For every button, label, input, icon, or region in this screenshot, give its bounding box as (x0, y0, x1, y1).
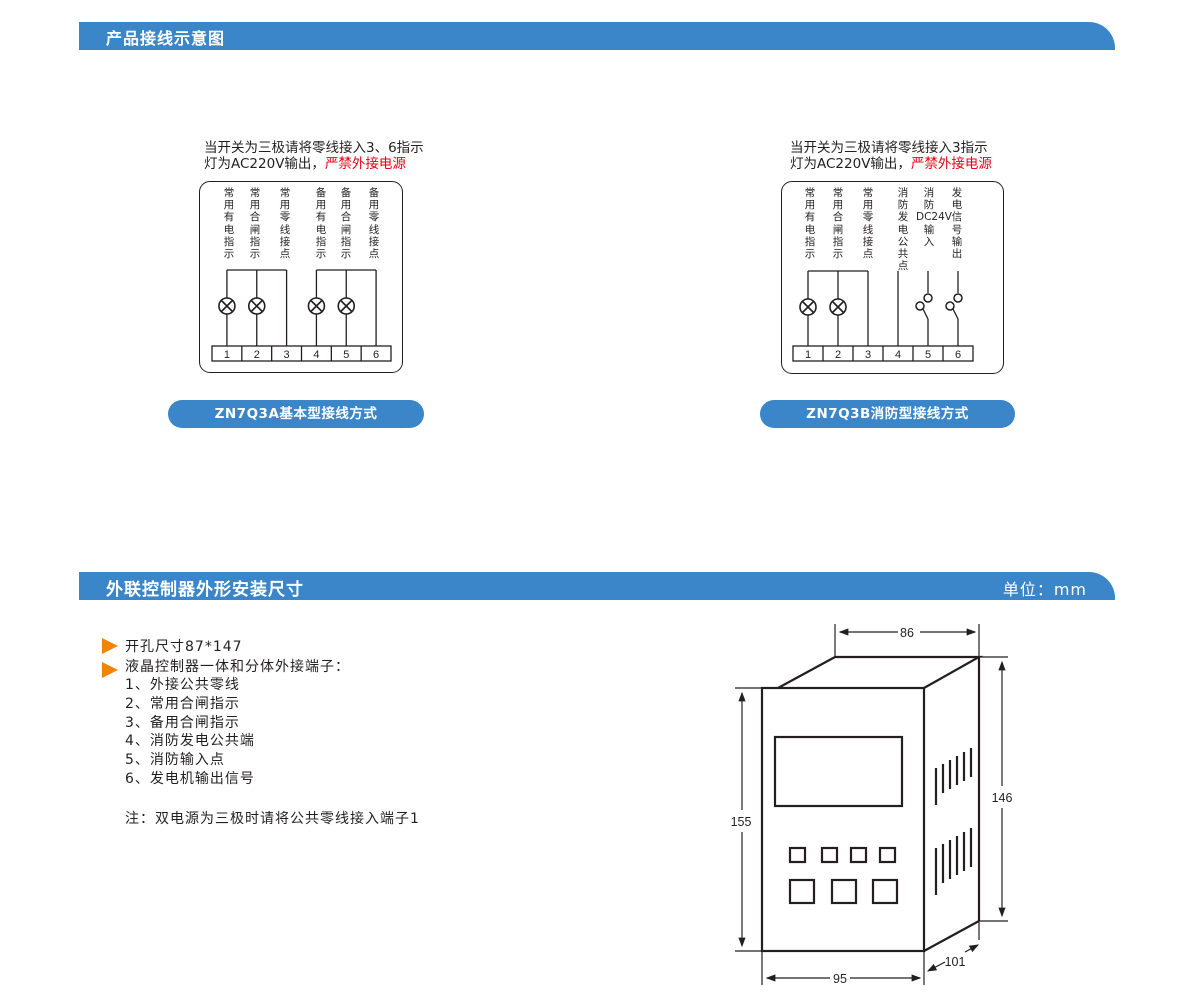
switch-contact-icon (953, 293, 963, 303)
terminal-label: 常用合闸指示 (249, 187, 261, 261)
wire (922, 308, 929, 320)
terminal-label: 常用零线接点 (279, 187, 291, 261)
large-button (871, 878, 899, 905)
diagram-b-caption: ZN7Q3B消防型接线方式 (760, 400, 1015, 428)
bullet-triangle-icon (102, 662, 118, 678)
list-item: 2、常用合闸指示 (125, 695, 240, 712)
controller-body (760, 655, 984, 953)
lcd-screen (773, 735, 904, 808)
terminal-number: 4 (895, 349, 901, 361)
dim-146: 146 (992, 791, 1013, 805)
small-button (878, 846, 897, 864)
diagram-a-box (199, 181, 403, 373)
dim-86: 86 (900, 626, 914, 640)
terminal-label: 备用零线接点 (368, 187, 380, 261)
large-button (788, 878, 816, 905)
diagram-a-note: 当开关为三极请将零线接入3、6指示 灯为AC220V输出，严禁外接电源 (204, 140, 424, 172)
warning-text: 严禁外接电源 (910, 156, 992, 172)
spec-bullet: 开孔尺寸87*147 (125, 639, 243, 655)
dimension-lines (735, 624, 1008, 985)
large-button (830, 878, 858, 905)
section-header-dimensions: 外联控制器外形安装尺寸 单位：mm (79, 572, 1115, 600)
dim-155: 155 (731, 815, 752, 829)
switch-contact-icon (945, 301, 955, 311)
terminal-number: 1 (805, 349, 811, 361)
lamp-cross (831, 300, 845, 314)
terminal-number: 2 (254, 349, 260, 361)
diagram-b-box (781, 181, 1004, 374)
terminal-label: 常用有电指示 (223, 187, 235, 261)
dim-101: 101 (945, 955, 966, 969)
small-button (820, 846, 839, 864)
terminal-number: 4 (313, 349, 319, 361)
note-line: 灯为AC220V输出， (790, 156, 911, 172)
diagram-a-caption: ZN7Q3A基本型接线方式 (168, 400, 424, 428)
warning-text: 严禁外接电源 (324, 156, 406, 172)
terminal-label: 消防发电公共点 (897, 187, 909, 273)
terminal-number: 1 (224, 349, 230, 361)
terminal-number: 3 (284, 349, 290, 361)
spec-bullet: 液晶控制器一体和分体外接端子： (125, 659, 350, 675)
dim-95: 95 (833, 972, 847, 986)
terminal-list: 1、外接公共零线 2、常用合闸指示 3、备用合闸指示 4、消防发电公共端 5、消… (125, 676, 255, 789)
wire (952, 308, 959, 320)
list-item: 4、消防发电公共端 (125, 733, 255, 750)
terminal-number: 5 (925, 349, 931, 361)
list-item: 3、备用合闸指示 (125, 714, 240, 731)
terminal-label: 常用有电指示 (804, 187, 816, 261)
list-item: 1、外接公共零线 (125, 677, 240, 693)
unit-label: 单位：mm (1002, 580, 1087, 599)
small-button (788, 846, 807, 864)
terminal-label: 备用有电指示 (315, 187, 327, 261)
section-title: 外联控制器外形安装尺寸 (106, 580, 304, 600)
list-item: 6、发电机输出信号 (125, 770, 255, 787)
lamp-cross (340, 299, 353, 313)
terminal-label: 常用合闸指示 (832, 187, 844, 261)
small-button (849, 846, 868, 864)
note-line: 当开关为三极请将零线接入3指示 (790, 140, 988, 156)
terminal-number: 5 (343, 349, 349, 361)
bullet-triangle-icon (102, 638, 118, 654)
diagram-b-note: 当开关为三极请将零线接入3指示 灯为AC220V输出，严禁外接电源 (790, 140, 992, 172)
section-header-wiring: 产品接线示意图 (79, 22, 1115, 50)
note-line: 灯为AC220V输出， (204, 156, 325, 172)
terminal-number: 3 (865, 349, 871, 361)
note-line: 当开关为三极请将零线接入3、6指示 (204, 140, 424, 156)
list-item: 5、消防输入点 (125, 752, 225, 769)
lamp-cross (801, 300, 815, 314)
section-title: 产品接线示意图 (106, 29, 226, 48)
terminal-number: 6 (373, 349, 379, 361)
terminal-label: 发电信号输出 (951, 187, 963, 261)
terminal-number: 6 (955, 349, 961, 361)
terminal-label: 常用零线接点 (862, 187, 874, 261)
lamp-cross (310, 299, 323, 313)
terminal-label: 备用合闸指示 (340, 187, 352, 261)
lamp-cross (250, 299, 263, 313)
spec-note: 注：双电源为三极时请将公共零线接入端子1 (125, 811, 420, 827)
lamp-cross (220, 299, 233, 313)
switch-contact-icon (915, 301, 925, 311)
vent-slots (934, 748, 973, 895)
switch-contact-icon (923, 293, 933, 303)
terminal-number: 2 (835, 349, 841, 361)
